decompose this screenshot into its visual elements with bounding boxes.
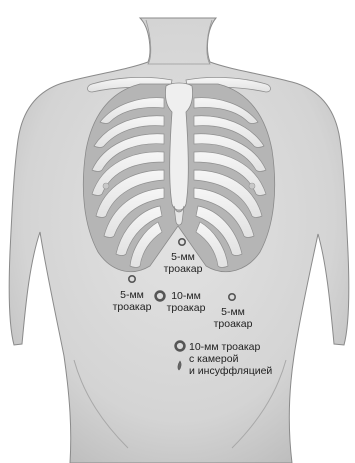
port-umbilical-line-2: с камерой bbox=[189, 353, 293, 365]
port-top-line-2: троакар bbox=[157, 263, 209, 275]
port-center-line-1: 10-мм bbox=[164, 290, 208, 302]
port-umbilical-label: 10-мм троакар с камерой и инсуффляцией bbox=[189, 341, 293, 377]
left-nipple bbox=[103, 183, 109, 189]
port-right-line-1: 5-мм bbox=[210, 306, 256, 318]
port-center-label: 10-мм троакар bbox=[164, 290, 208, 314]
port-right-line-2: троакар bbox=[210, 318, 256, 330]
port-left-line-1: 5-мм bbox=[107, 289, 157, 301]
port-umbilical-line-1: 10-мм троакар bbox=[189, 341, 293, 353]
port-right-label: 5-мм троакар bbox=[210, 306, 256, 330]
port-left-line-2: троакар bbox=[107, 301, 157, 313]
port-umbilical-line-3: и инсуффляцией bbox=[189, 365, 293, 377]
port-top-line-1: 5-мм bbox=[157, 251, 209, 263]
port-center-line-2: троакар bbox=[164, 302, 208, 314]
right-nipple bbox=[249, 183, 255, 189]
port-top-label: 5-мм троакар bbox=[157, 251, 209, 275]
port-left-label: 5-мм троакар bbox=[107, 289, 157, 313]
